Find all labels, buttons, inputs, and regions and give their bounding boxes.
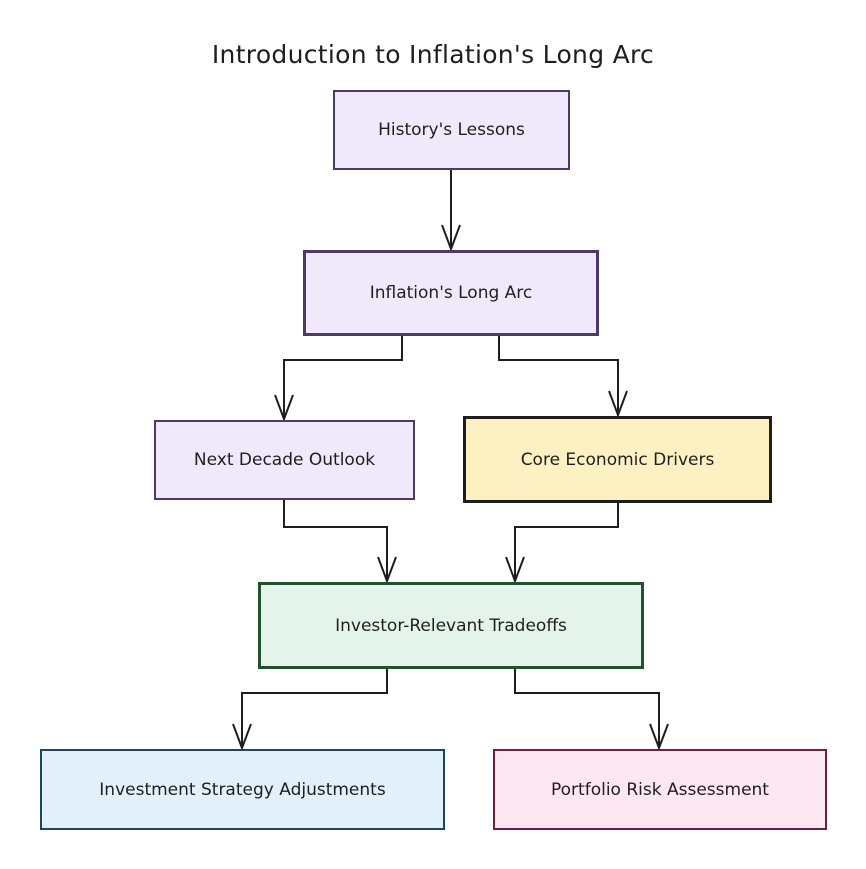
node-label: Inflation's Long Arc	[369, 283, 533, 303]
node-label: Portfolio Risk Assessment	[551, 779, 769, 800]
node-label: Investment Strategy Adjustments	[99, 779, 386, 800]
edge-arrow	[232, 669, 388, 751]
arrowhead-icon	[649, 723, 669, 751]
diagram-title: Introduction to Inflation's Long Arc	[211, 40, 655, 69]
node-label: Investor-Relevant Tradeoffs	[335, 615, 567, 636]
arrowhead-icon	[274, 394, 294, 422]
node-core-economic-drivers[interactable]: Core Economic Drivers	[463, 416, 772, 503]
edge-arrow	[283, 500, 397, 584]
edge-arrow	[498, 336, 628, 418]
node-inflation-long-arc[interactable]: Inflation's Long Arc	[303, 250, 599, 336]
node-label: History's Lessons	[378, 120, 525, 140]
edge-arrow	[505, 503, 619, 584]
arrowhead-icon	[232, 723, 252, 751]
node-label: Next Decade Outlook	[193, 450, 376, 470]
arrowhead-icon	[441, 224, 461, 252]
node-investor-relevant-tradeoffs[interactable]: Investor-Relevant Tradeoffs	[258, 582, 644, 669]
arrowhead-icon	[608, 390, 628, 418]
edge-arrow	[274, 336, 403, 422]
node-history-lessons[interactable]: History's Lessons	[333, 90, 570, 170]
edge-arrow	[441, 170, 461, 252]
arrowhead-icon	[377, 556, 397, 584]
node-investment-strategy-adjustments[interactable]: Investment Strategy Adjustments	[40, 749, 445, 830]
node-portfolio-risk-assessment[interactable]: Portfolio Risk Assessment	[493, 749, 827, 830]
node-label: Core Economic Drivers	[520, 449, 715, 470]
arrowhead-icon	[505, 556, 525, 584]
node-next-decade-outlook[interactable]: Next Decade Outlook	[154, 420, 415, 500]
edge-arrow	[514, 669, 669, 751]
